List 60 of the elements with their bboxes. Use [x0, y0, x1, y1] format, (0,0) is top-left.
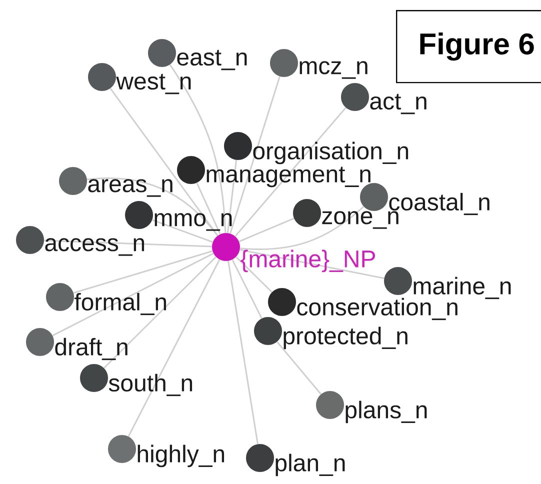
connector-line: [228, 260, 258, 444]
node-circle: [212, 233, 240, 261]
node-circle: [59, 167, 87, 195]
connector-line: [238, 218, 294, 242]
node-label: draft_n: [55, 338, 128, 360]
node-label: {marine}_NP: [240, 250, 375, 272]
node-label: act_n: [370, 94, 426, 114]
node-circle: [148, 39, 176, 67]
connector-line: [52, 252, 214, 336]
node-circle: [224, 132, 252, 160]
connector-line: [230, 76, 280, 234]
connector-line: [44, 240, 212, 248]
connector-line: [169, 64, 226, 233]
node-label: access_n: [45, 238, 144, 256]
node-circle: [108, 435, 136, 463]
node-circle: [125, 201, 153, 229]
node-circle: [254, 317, 282, 345]
node-label: south_n: [108, 374, 192, 396]
connector-line: [87, 177, 218, 236]
node-label: highly_n: [138, 444, 224, 468]
node-circle: [268, 288, 296, 316]
node-circle: [16, 226, 44, 254]
connector-line: [73, 250, 213, 294]
node-circle: [26, 328, 54, 356]
connector-line: [240, 206, 364, 250]
node-label: protected_n: [284, 326, 408, 350]
node-label: conservation_n: [297, 298, 458, 320]
connector-line: [276, 341, 322, 395]
node-label: areas_n: [88, 179, 172, 197]
node-label: mcz_n: [300, 61, 368, 79]
node-circle: [177, 156, 205, 184]
node-label: plan_n: [276, 454, 345, 476]
connector-line: [240, 249, 384, 279]
node-circle: [270, 49, 298, 77]
node-circle: [293, 199, 321, 227]
connector-line: [152, 219, 213, 243]
node-circle: [384, 267, 412, 295]
node-circle: [316, 391, 344, 419]
connector-line: [232, 259, 262, 319]
node-circle: [341, 83, 369, 111]
connector-line: [234, 107, 346, 237]
figure-title: Figure 6: [396, 10, 541, 84]
node-label: west_n: [116, 74, 191, 94]
node-label: organisation_n: [253, 142, 408, 164]
node-label: marine_n: [414, 276, 511, 300]
node-circle: [246, 444, 274, 472]
node-circle: [88, 63, 116, 91]
connector-line: [196, 182, 221, 234]
node-circle: [46, 283, 74, 311]
connector-line: [110, 88, 218, 236]
node-label: mmo_n: [154, 213, 232, 231]
node-circle: [80, 364, 108, 392]
connector-line: [104, 256, 216, 369]
node-label: management_n: [206, 166, 370, 188]
node-label: east_n: [177, 50, 247, 70]
connector-line: [128, 259, 220, 437]
node-label: plans_n: [346, 400, 427, 424]
connector-line: [226, 160, 238, 233]
node-label: formal_n: [74, 292, 166, 316]
connector-line: [236, 256, 272, 293]
